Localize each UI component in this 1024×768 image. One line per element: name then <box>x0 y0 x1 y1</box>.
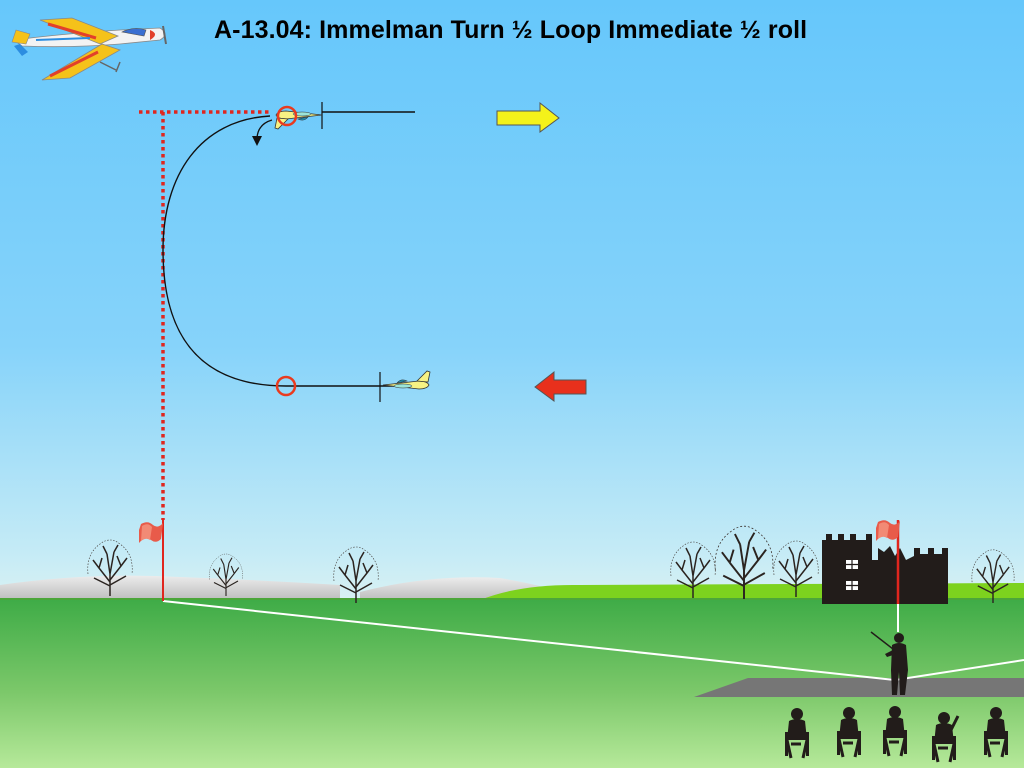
roll-arrow <box>256 119 273 139</box>
flying-field <box>0 600 1024 768</box>
runway <box>694 678 1024 697</box>
roll-marker-exit <box>276 105 298 127</box>
aerobatic-plane-icon <box>11 17 167 81</box>
roll-arrow-head <box>252 136 262 146</box>
castle-ruin-icon <box>822 534 948 604</box>
distant-hill-left <box>0 575 340 600</box>
flag-icon <box>139 522 163 543</box>
exit-plane-icon <box>274 110 323 130</box>
flight-path <box>162 115 420 387</box>
roll-marker-entry <box>275 375 297 397</box>
arrow-left-icon <box>534 370 587 402</box>
arrow-right-icon <box>496 101 560 133</box>
flag-icon <box>876 520 900 541</box>
pilot-silhouette-icon <box>870 631 908 695</box>
page-title: A-13.04: Immelman Turn ½ Loop Immediate … <box>214 16 808 44</box>
judge-silhouette-icon <box>930 710 960 764</box>
